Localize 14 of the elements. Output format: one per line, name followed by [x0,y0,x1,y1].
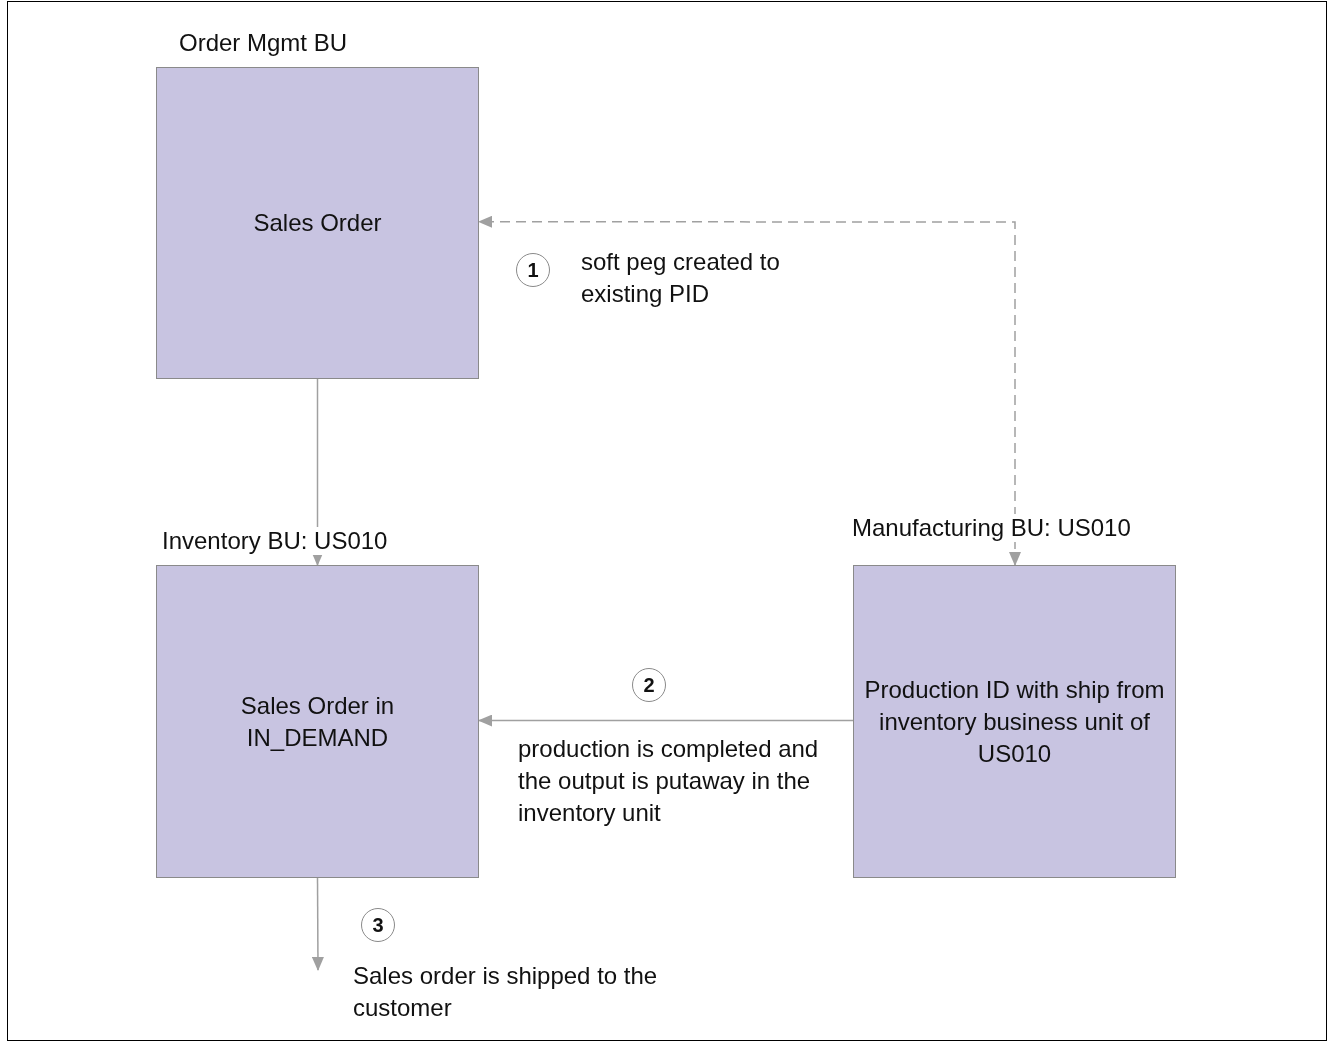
step-description: soft peg created to existing PID [581,247,781,309]
step-number-circle: 2 [632,668,666,702]
step-number-circle: 3 [361,908,395,942]
box-text: Sales Order in IN_DEMAND [239,690,396,753]
step-number-circle: 1 [516,253,550,287]
step-description: production is completed and the output is putaway in the inventory unit [518,734,820,828]
box-heading: Manufacturing BU: US010 [852,514,1131,542]
box-text: Production ID with ship from inventory business unit of US010 [864,674,1165,769]
box-text: Sales Order [252,208,383,238]
arrow [311,877,324,971]
dashed-arrow [478,215,1021,566]
arrow [478,714,854,727]
box-heading: Inventory BU: US010 [162,527,388,555]
step-description: Sales order is shipped to the customer [353,961,659,1023]
